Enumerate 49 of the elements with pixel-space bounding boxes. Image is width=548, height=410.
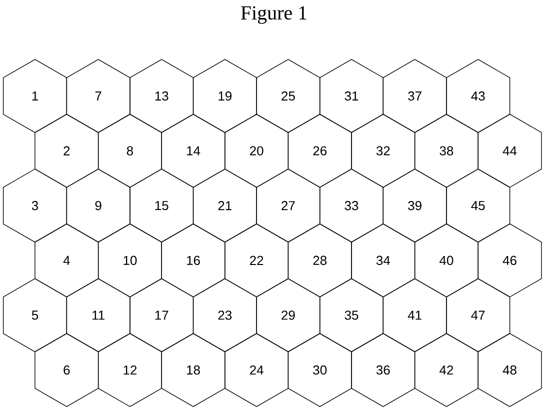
- hexagon: 2: [34, 114, 99, 188]
- hexagon: 25: [256, 59, 320, 133]
- hexagon: 1: [2, 59, 68, 133]
- hexagon: 30: [288, 333, 352, 407]
- hexagon: 12: [98, 333, 162, 407]
- hexagon: 11: [66, 278, 130, 352]
- hexagon: 14: [161, 114, 226, 188]
- hexagon: 3: [2, 168, 68, 243]
- hexagon: 26: [288, 114, 352, 188]
- hexagon: 22: [224, 223, 289, 298]
- hexagon: 8: [98, 114, 162, 188]
- hexagon: 48: [478, 333, 542, 407]
- hexagon: 15: [130, 168, 194, 243]
- hexagon: 20: [224, 114, 289, 188]
- hexagon: 10: [98, 223, 162, 298]
- hexagon: 27: [256, 168, 320, 243]
- hexagon: 42: [414, 333, 478, 407]
- hexagon: 4: [34, 223, 99, 298]
- hexagon: 16: [161, 223, 226, 298]
- hexagon: 28: [288, 223, 352, 298]
- hexagon: 47: [446, 278, 510, 352]
- hexagon: 36: [351, 333, 416, 407]
- hexagon: 33: [319, 168, 384, 243]
- hexagon: 37: [382, 59, 447, 133]
- hexagon: 45: [446, 168, 510, 243]
- hexagon: 35: [319, 278, 384, 352]
- hexagon: 17: [130, 278, 194, 352]
- hexagon: 6: [34, 333, 99, 407]
- hexagon: 23: [192, 278, 257, 352]
- hexagon: 21: [192, 168, 257, 243]
- hexagon: 9: [66, 168, 130, 243]
- hexagon: 44: [478, 114, 542, 188]
- hexagon: 32: [351, 114, 416, 188]
- hexagon: 29: [256, 278, 320, 352]
- hexagon: 7: [66, 59, 130, 133]
- hexagon: 38: [414, 114, 478, 188]
- hexagon: 43: [446, 59, 510, 133]
- hexagon: 40: [414, 223, 478, 298]
- hexagon: 31: [319, 59, 384, 133]
- hexagon: 41: [382, 278, 447, 352]
- hexagon: 46: [478, 223, 542, 298]
- hexagon: 13: [130, 59, 194, 133]
- hexagon: 18: [161, 333, 226, 407]
- hexagon: 39: [382, 168, 447, 243]
- hexagon: 19: [192, 59, 257, 133]
- title: Figure 1: [240, 6, 306, 24]
- hexagon: 24: [224, 333, 289, 407]
- hexagon: 5: [2, 278, 68, 352]
- hexagon: 34: [351, 223, 416, 298]
